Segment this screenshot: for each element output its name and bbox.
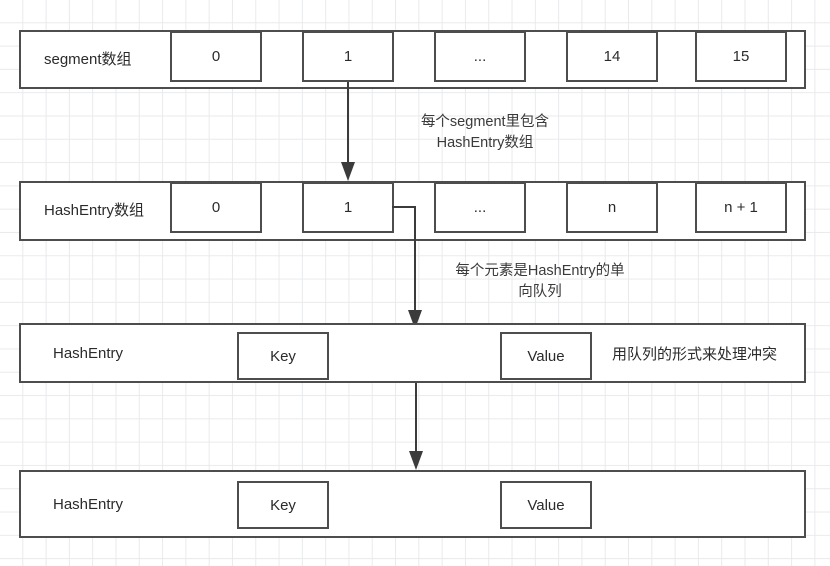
hashentry-node-label-2: HashEntry (53, 496, 124, 513)
hashentry-value-box-1[interactable]: Value (500, 332, 592, 380)
hashentry-cell-n[interactable]: n (566, 182, 658, 233)
hashentry-node-container-2 (19, 470, 806, 538)
segment-cell-15[interactable]: 15 (695, 31, 787, 82)
segment-cell-ellipsis[interactable]: ... (434, 31, 526, 82)
hashentry-cell-1[interactable]: 1 (302, 182, 394, 233)
hashentry-node-label-1: HashEntry (53, 345, 124, 362)
segment-cell-1[interactable]: 1 (302, 31, 394, 82)
segment-cell-14[interactable]: 14 (566, 31, 658, 82)
collision-handling-note: 用队列的形式来处理冲突 (612, 346, 778, 363)
hashentry-key-box-1[interactable]: Key (237, 332, 329, 380)
hashentry-to-node-note: 每个元素是HashEntry的单 向队列 (455, 263, 625, 301)
segment-array-container (19, 30, 806, 89)
hashentry-cell-n-plus-1[interactable]: n + 1 (695, 182, 787, 233)
hashentry-cell-0[interactable]: 0 (170, 182, 262, 233)
segment-to-hashentry-note: 每个segment里包含 HashEntry数组 (420, 114, 550, 152)
connector-node-to-node (409, 383, 423, 470)
segment-cell-0[interactable]: 0 (170, 31, 262, 82)
segment-array-label: segment数组 (44, 51, 132, 68)
connector-segment-to-hashentry (341, 82, 355, 181)
hashentry-cell-ellipsis[interactable]: ... (434, 182, 526, 233)
hashentry-value-box-2[interactable]: Value (500, 481, 592, 529)
hashentry-array-label: HashEntry数组 (44, 202, 145, 219)
hashentry-key-box-2[interactable]: Key (237, 481, 329, 529)
hashentry-node-container-1 (19, 323, 806, 383)
